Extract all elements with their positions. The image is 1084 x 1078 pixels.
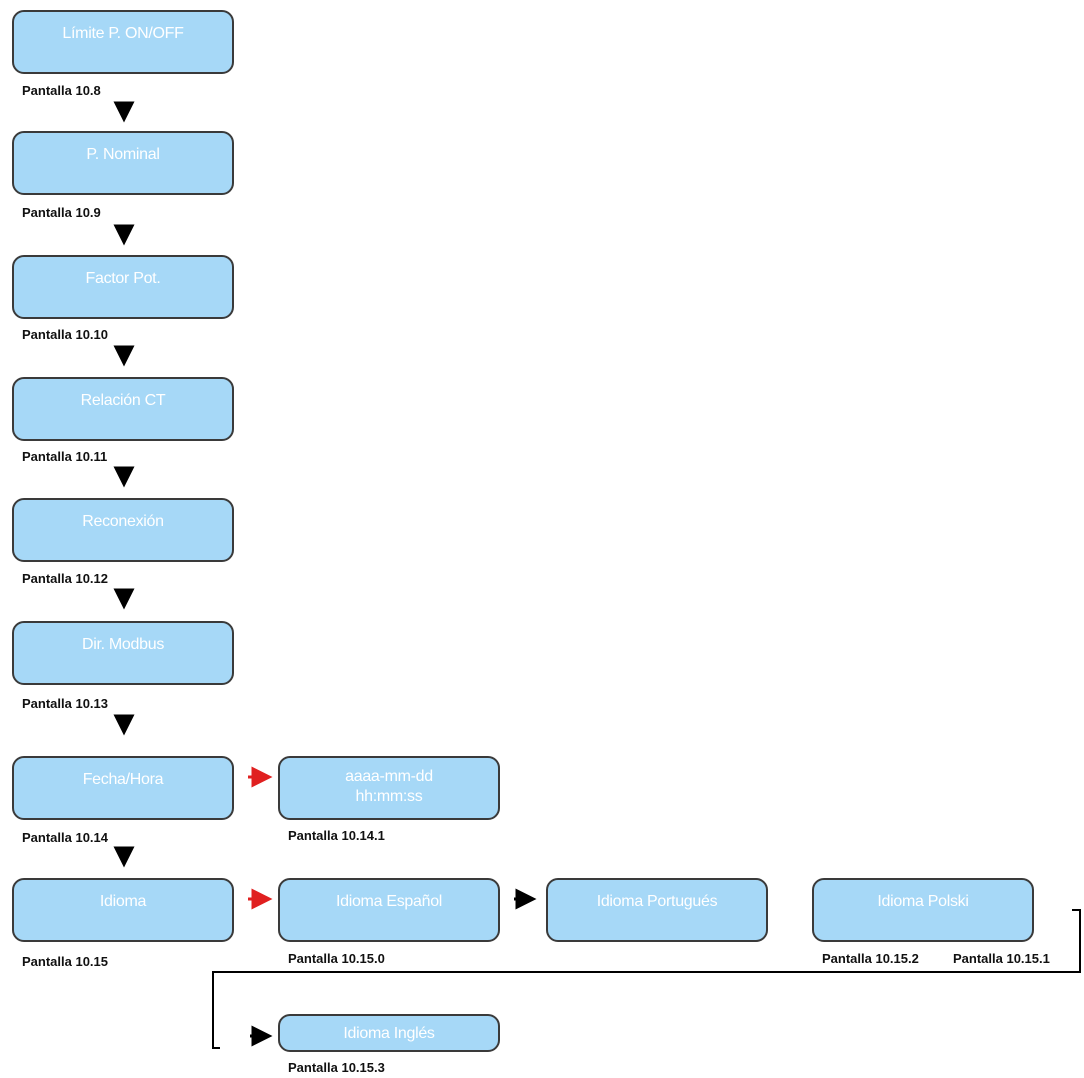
screen-title: Relación CT — [80, 392, 166, 409]
screen-fecha-hora[interactable]: Fecha/Hora — [12, 756, 234, 820]
bracket-connector — [212, 909, 1081, 1049]
screen-caption: Pantalla 10.15.3 — [288, 1060, 385, 1075]
screen-caption: Pantalla 10.10 — [22, 327, 108, 342]
screen-caption: Pantalla 10.8 — [22, 83, 101, 98]
screen-idioma-ingles[interactable]: Idioma Inglés — [278, 1014, 500, 1052]
screen-caption: Pantalla 10.14 — [22, 830, 108, 845]
screen-title: Reconexión — [82, 513, 164, 530]
screen-idioma-espanol[interactable]: Idioma Español — [278, 878, 500, 942]
screen-factor-pot[interactable]: Factor Pot. — [12, 255, 234, 319]
screen-caption: Pantalla 10.14.1 — [288, 828, 385, 843]
screen-title: Idioma Polski — [877, 893, 969, 910]
screen-title: Idioma Inglés — [343, 1025, 435, 1042]
screen-title: Idioma — [99, 893, 147, 910]
screen-title: Idioma Español — [335, 893, 443, 910]
screen-caption: Pantalla 10.15 — [22, 954, 108, 969]
date-format: aaaa-mm-dd — [345, 768, 433, 785]
screen-title: Fecha/Hora — [82, 771, 164, 788]
screen-title: P. Nominal — [86, 146, 160, 163]
screen-reconexion[interactable]: Reconexión — [12, 498, 234, 562]
screen-title: Idioma Portugués — [596, 893, 718, 910]
screen-idioma[interactable]: Idioma — [12, 878, 234, 942]
screen-idioma-portugues[interactable]: Idioma Portugués — [546, 878, 768, 942]
screen-idioma-polski[interactable]: Idioma Polski — [812, 878, 1034, 942]
screen-caption: Pantalla 10.15.1 — [953, 951, 1050, 966]
screen-relacion-ct[interactable]: Relación CT — [12, 377, 234, 441]
screen-title: Dir. Modbus — [81, 636, 165, 653]
screen-nominal[interactable]: P. Nominal — [12, 131, 234, 195]
screen-limite-on-off[interactable]: Límite P. ON/OFF — [12, 10, 234, 74]
time-format: hh:mm:ss — [355, 788, 423, 805]
screen-title: Factor Pot. — [85, 270, 161, 287]
screen-title: Límite P. ON/OFF — [62, 25, 184, 42]
screen-caption: Pantalla 10.15.2 — [822, 951, 919, 966]
screen-caption: Pantalla 10.9 — [22, 205, 101, 220]
screen-caption: Pantalla 10.12 — [22, 571, 108, 586]
screen-dir-modbus[interactable]: Dir. Modbus — [12, 621, 234, 685]
screen-caption: Pantalla 10.13 — [22, 696, 108, 711]
screen-caption: Pantalla 10.11 — [22, 449, 108, 464]
screen-caption: Pantalla 10.15.0 — [288, 951, 385, 966]
screen-fecha-hora-edit[interactable]: aaaa-mm-dd hh:mm:ss — [278, 756, 500, 820]
